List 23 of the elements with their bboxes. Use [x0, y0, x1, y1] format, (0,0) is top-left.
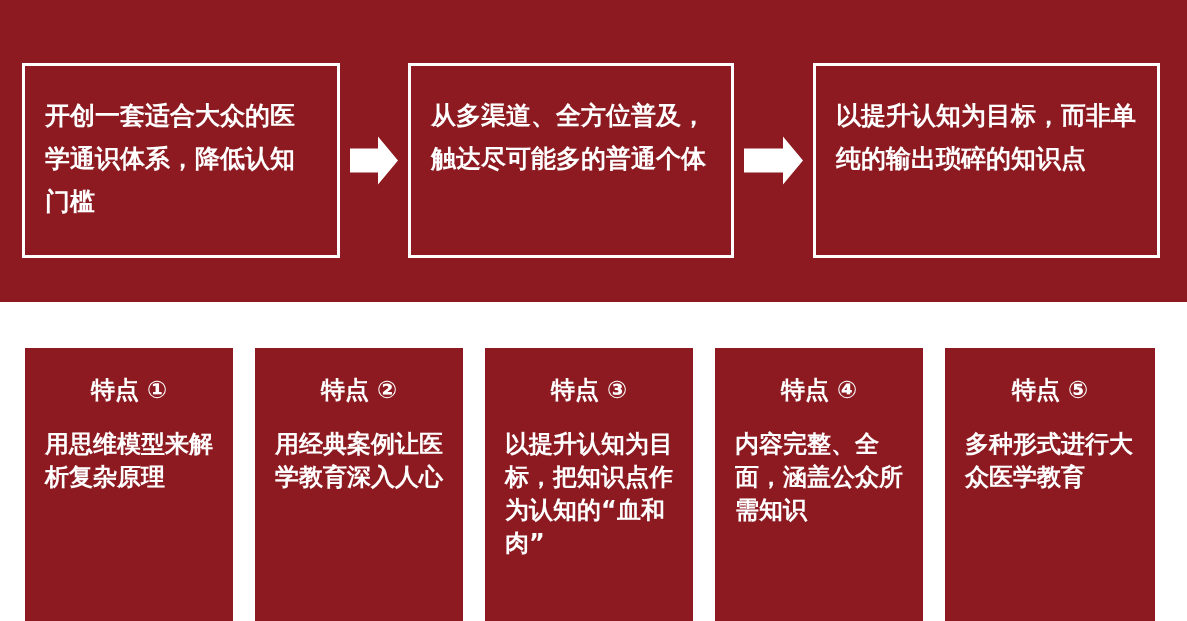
- feature-box: [25, 348, 233, 621]
- feature-text: 用经典案例让医学教育深入人心: [275, 429, 443, 493]
- goal-box: [22, 63, 340, 258]
- goal-box: [408, 63, 734, 258]
- feature-heading: 特点 ①: [89, 375, 169, 406]
- feature-text: 以提升认知为目标，把知识点作为认知的“血和肉”: [505, 429, 673, 559]
- feature-box: [255, 348, 463, 621]
- feature-box: [715, 348, 923, 621]
- feature-heading: 特点 ④: [779, 375, 859, 406]
- block-arrow: [744, 136, 803, 185]
- feature-heading: 特点 ⑤: [1010, 375, 1090, 406]
- goal-text: 开创一套适合大众的医学通识体系，降低认知门槛: [45, 100, 296, 218]
- goal-text: 以提升认知为目标，而非单纯的输出琐碎的知识点: [836, 100, 1137, 175]
- feature-box: [945, 348, 1155, 621]
- feature-text: 用思维模型来解析复杂原理: [45, 429, 213, 493]
- feature-text: 内容完整、全面，涵盖公众所需知识: [735, 429, 903, 526]
- feature-box: [485, 348, 693, 621]
- block-arrow: [350, 136, 398, 185]
- feature-heading: 特点 ③: [549, 375, 629, 406]
- goal-box: [813, 63, 1160, 258]
- feature-heading: 特点 ②: [319, 375, 399, 406]
- goal-text: 从多渠道、全方位普及，触达尽可能多的普通个体: [431, 100, 707, 175]
- feature-text: 多种形式进行大众医学教育: [965, 429, 1134, 493]
